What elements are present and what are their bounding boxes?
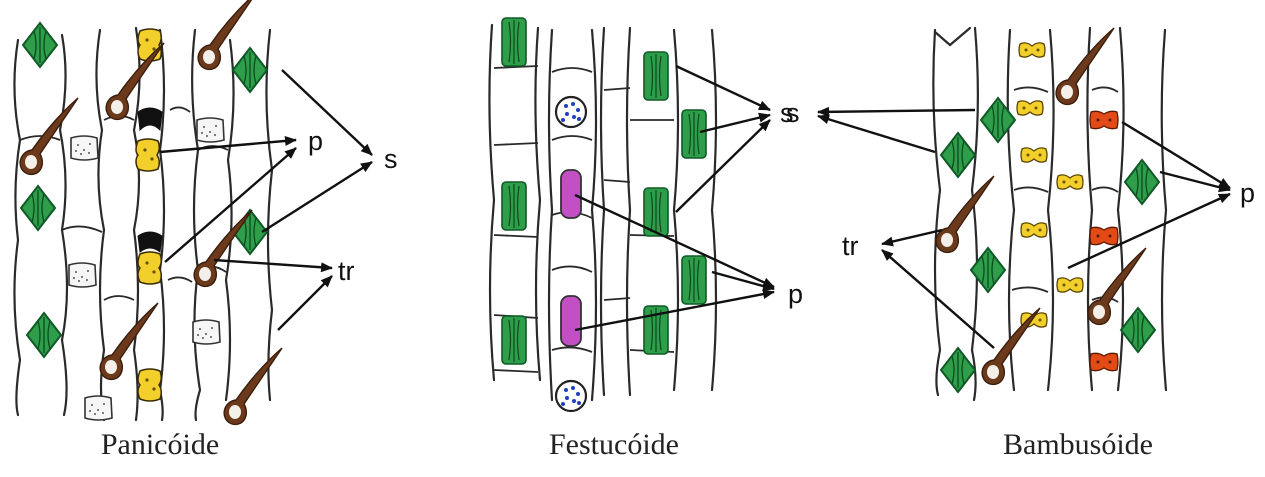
- label-p-panicoide: p: [308, 126, 323, 156]
- label-p-bambusoide: p: [1240, 178, 1255, 208]
- label-tr-panicoide: tr: [338, 256, 355, 286]
- label-s-bambusoide: s: [786, 98, 800, 128]
- caption-panicoide: Panicóide: [30, 428, 290, 462]
- label-tr-bambusoide: tr: [842, 231, 859, 261]
- panel-panicoide: p s tr: [14, 0, 397, 424]
- panel-festucoide: s p: [489, 18, 803, 411]
- caption-bambusoide: Bambusóide: [948, 428, 1208, 462]
- label-s-panicoide: s: [384, 144, 398, 174]
- panel-bambusoide: s p tr: [786, 28, 1255, 400]
- caption-festucoide: Festucóide: [484, 428, 744, 462]
- label-p-festucoide: p: [788, 279, 803, 309]
